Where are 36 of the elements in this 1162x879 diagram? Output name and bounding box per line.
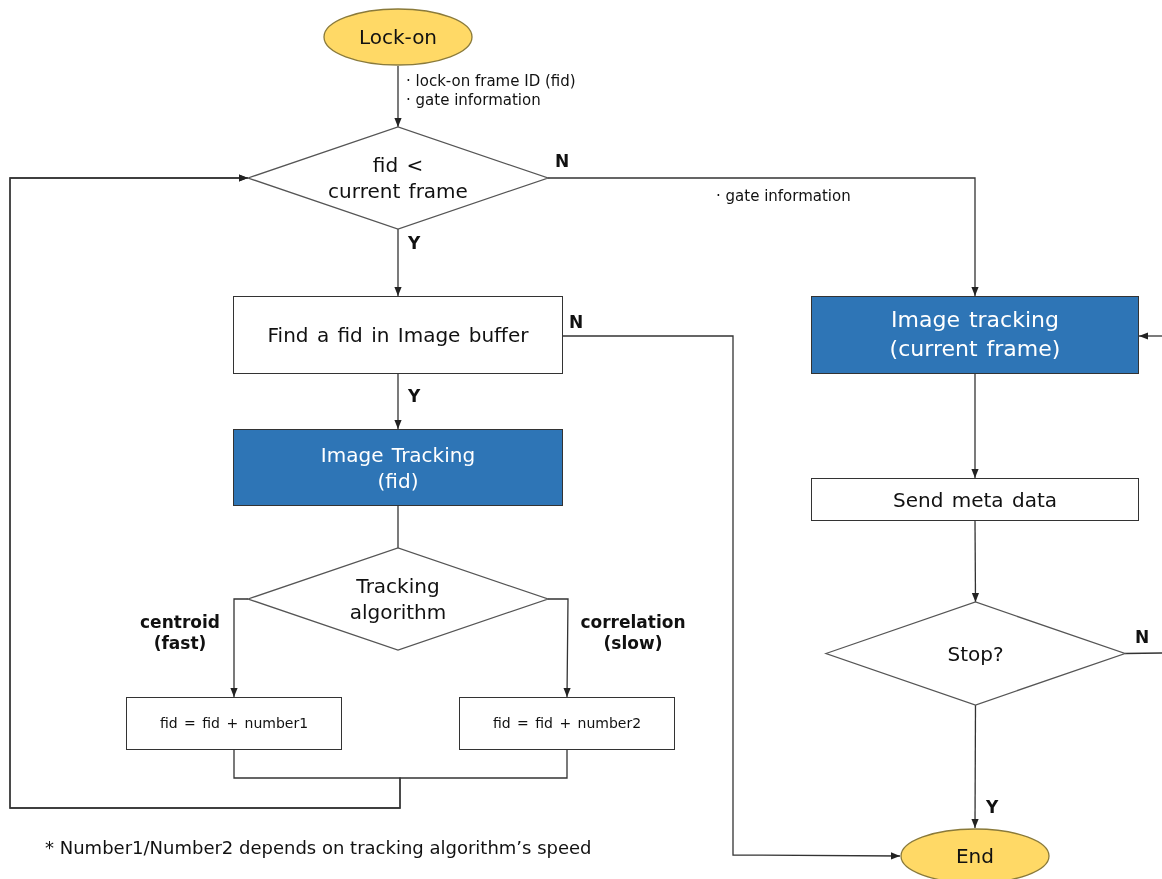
node-text: Stop? bbox=[947, 640, 1004, 667]
process-box bbox=[126, 697, 342, 750]
arrow bbox=[1138, 332, 1162, 340]
process-box bbox=[233, 429, 563, 506]
node-text: Lock-on bbox=[358, 24, 438, 50]
node-text: fid = fid + number2 bbox=[492, 714, 642, 733]
node-text: current frame bbox=[328, 178, 468, 204]
arrow bbox=[547, 177, 979, 297]
decision-diamond bbox=[248, 548, 548, 650]
arrow bbox=[9, 174, 568, 809]
process-box bbox=[811, 296, 1139, 374]
node-text: fid = fid + number1 bbox=[159, 714, 309, 733]
decision-diamond bbox=[248, 127, 548, 229]
node-text: Tracking algorithm bbox=[348, 573, 448, 625]
arrow bbox=[971, 520, 980, 603]
node-text: Send meta data bbox=[893, 486, 1057, 513]
arrow bbox=[971, 373, 979, 479]
node-text: Find a fid in Image buffer bbox=[267, 322, 529, 348]
decision-diamond bbox=[826, 602, 1125, 705]
note-text: · gate information bbox=[716, 187, 851, 205]
note-text: * Number1/Number2 depends on tracking algorithm’s speed bbox=[45, 837, 592, 858]
node-text: fid < bbox=[372, 152, 424, 178]
arrow bbox=[230, 598, 249, 698]
arrow bbox=[971, 704, 979, 829]
node-text: Image tracking (current frame) bbox=[888, 306, 1062, 363]
arrow bbox=[394, 373, 402, 430]
arrow bbox=[394, 228, 402, 297]
arrow bbox=[394, 65, 402, 128]
process-box bbox=[233, 296, 563, 374]
arrow bbox=[562, 335, 901, 860]
process-box bbox=[459, 697, 675, 750]
process-box bbox=[811, 478, 1139, 521]
terminal-ellipse bbox=[323, 8, 473, 66]
node-text: End bbox=[956, 843, 994, 869]
node-text: Image Tracking (fid) bbox=[319, 441, 477, 494]
arrow bbox=[547, 598, 571, 698]
